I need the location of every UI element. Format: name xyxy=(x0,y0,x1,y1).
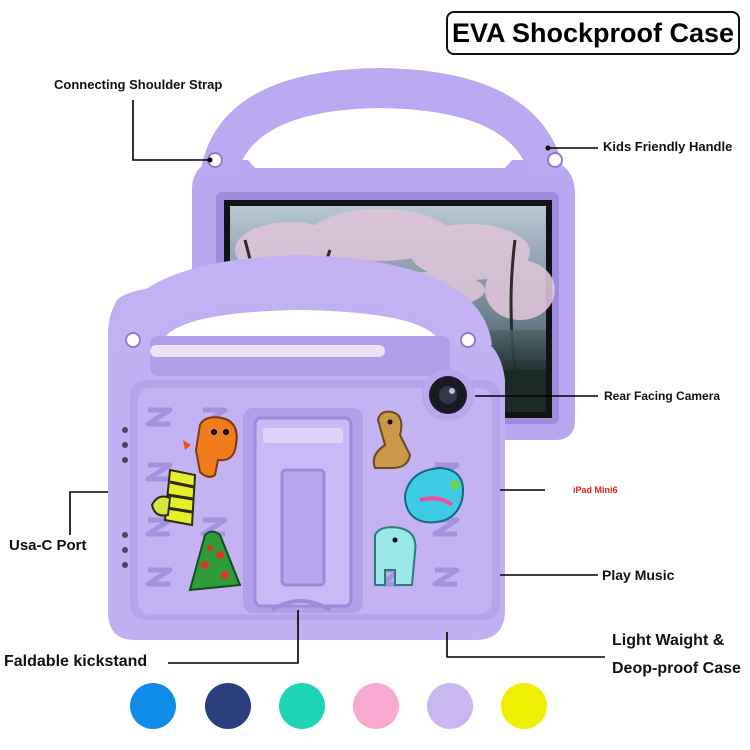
callout-strap: Connecting Shoulder Strap xyxy=(54,77,223,92)
color-swatch-pink[interactable] xyxy=(353,683,399,729)
animal-sticker-elephant xyxy=(374,526,417,586)
callout-lines xyxy=(69,100,605,664)
callout-weight-line1: Light Waight & xyxy=(612,632,725,649)
animal-sticker-bird xyxy=(403,466,464,524)
animal-sticker-tree xyxy=(188,530,242,592)
callout-weight-line2: Deop-proof Case xyxy=(612,660,741,677)
color-swatch-sky-blue[interactable] xyxy=(130,683,176,729)
animal-sticker-zebra xyxy=(150,468,197,527)
front-case xyxy=(108,255,505,640)
animal-sticker-orange xyxy=(183,416,238,478)
color-swatch-yellow[interactable] xyxy=(501,683,547,729)
kickstand xyxy=(243,408,363,613)
animal-sticker-kangaroo xyxy=(372,410,412,469)
page-title: EVA Shockproof Case xyxy=(446,11,740,55)
callout-kickstand: Faldable kickstand xyxy=(4,653,148,670)
color-swatch-lavender[interactable] xyxy=(427,683,473,729)
color-swatch-navy[interactable] xyxy=(205,683,251,729)
camera-icon xyxy=(422,369,474,421)
page-title-text: EVA Shockproof Case xyxy=(451,17,735,48)
callout-camera: Rear Facing Camera xyxy=(604,389,721,403)
callout-model: iPad Mini6 xyxy=(573,485,618,495)
callout-handle: Kids Friendly Handle xyxy=(603,139,733,154)
callout-usbc: Usa-C Port xyxy=(9,537,87,554)
callout-music: Play Music xyxy=(602,567,675,583)
color-swatch-mint[interactable] xyxy=(279,683,325,729)
